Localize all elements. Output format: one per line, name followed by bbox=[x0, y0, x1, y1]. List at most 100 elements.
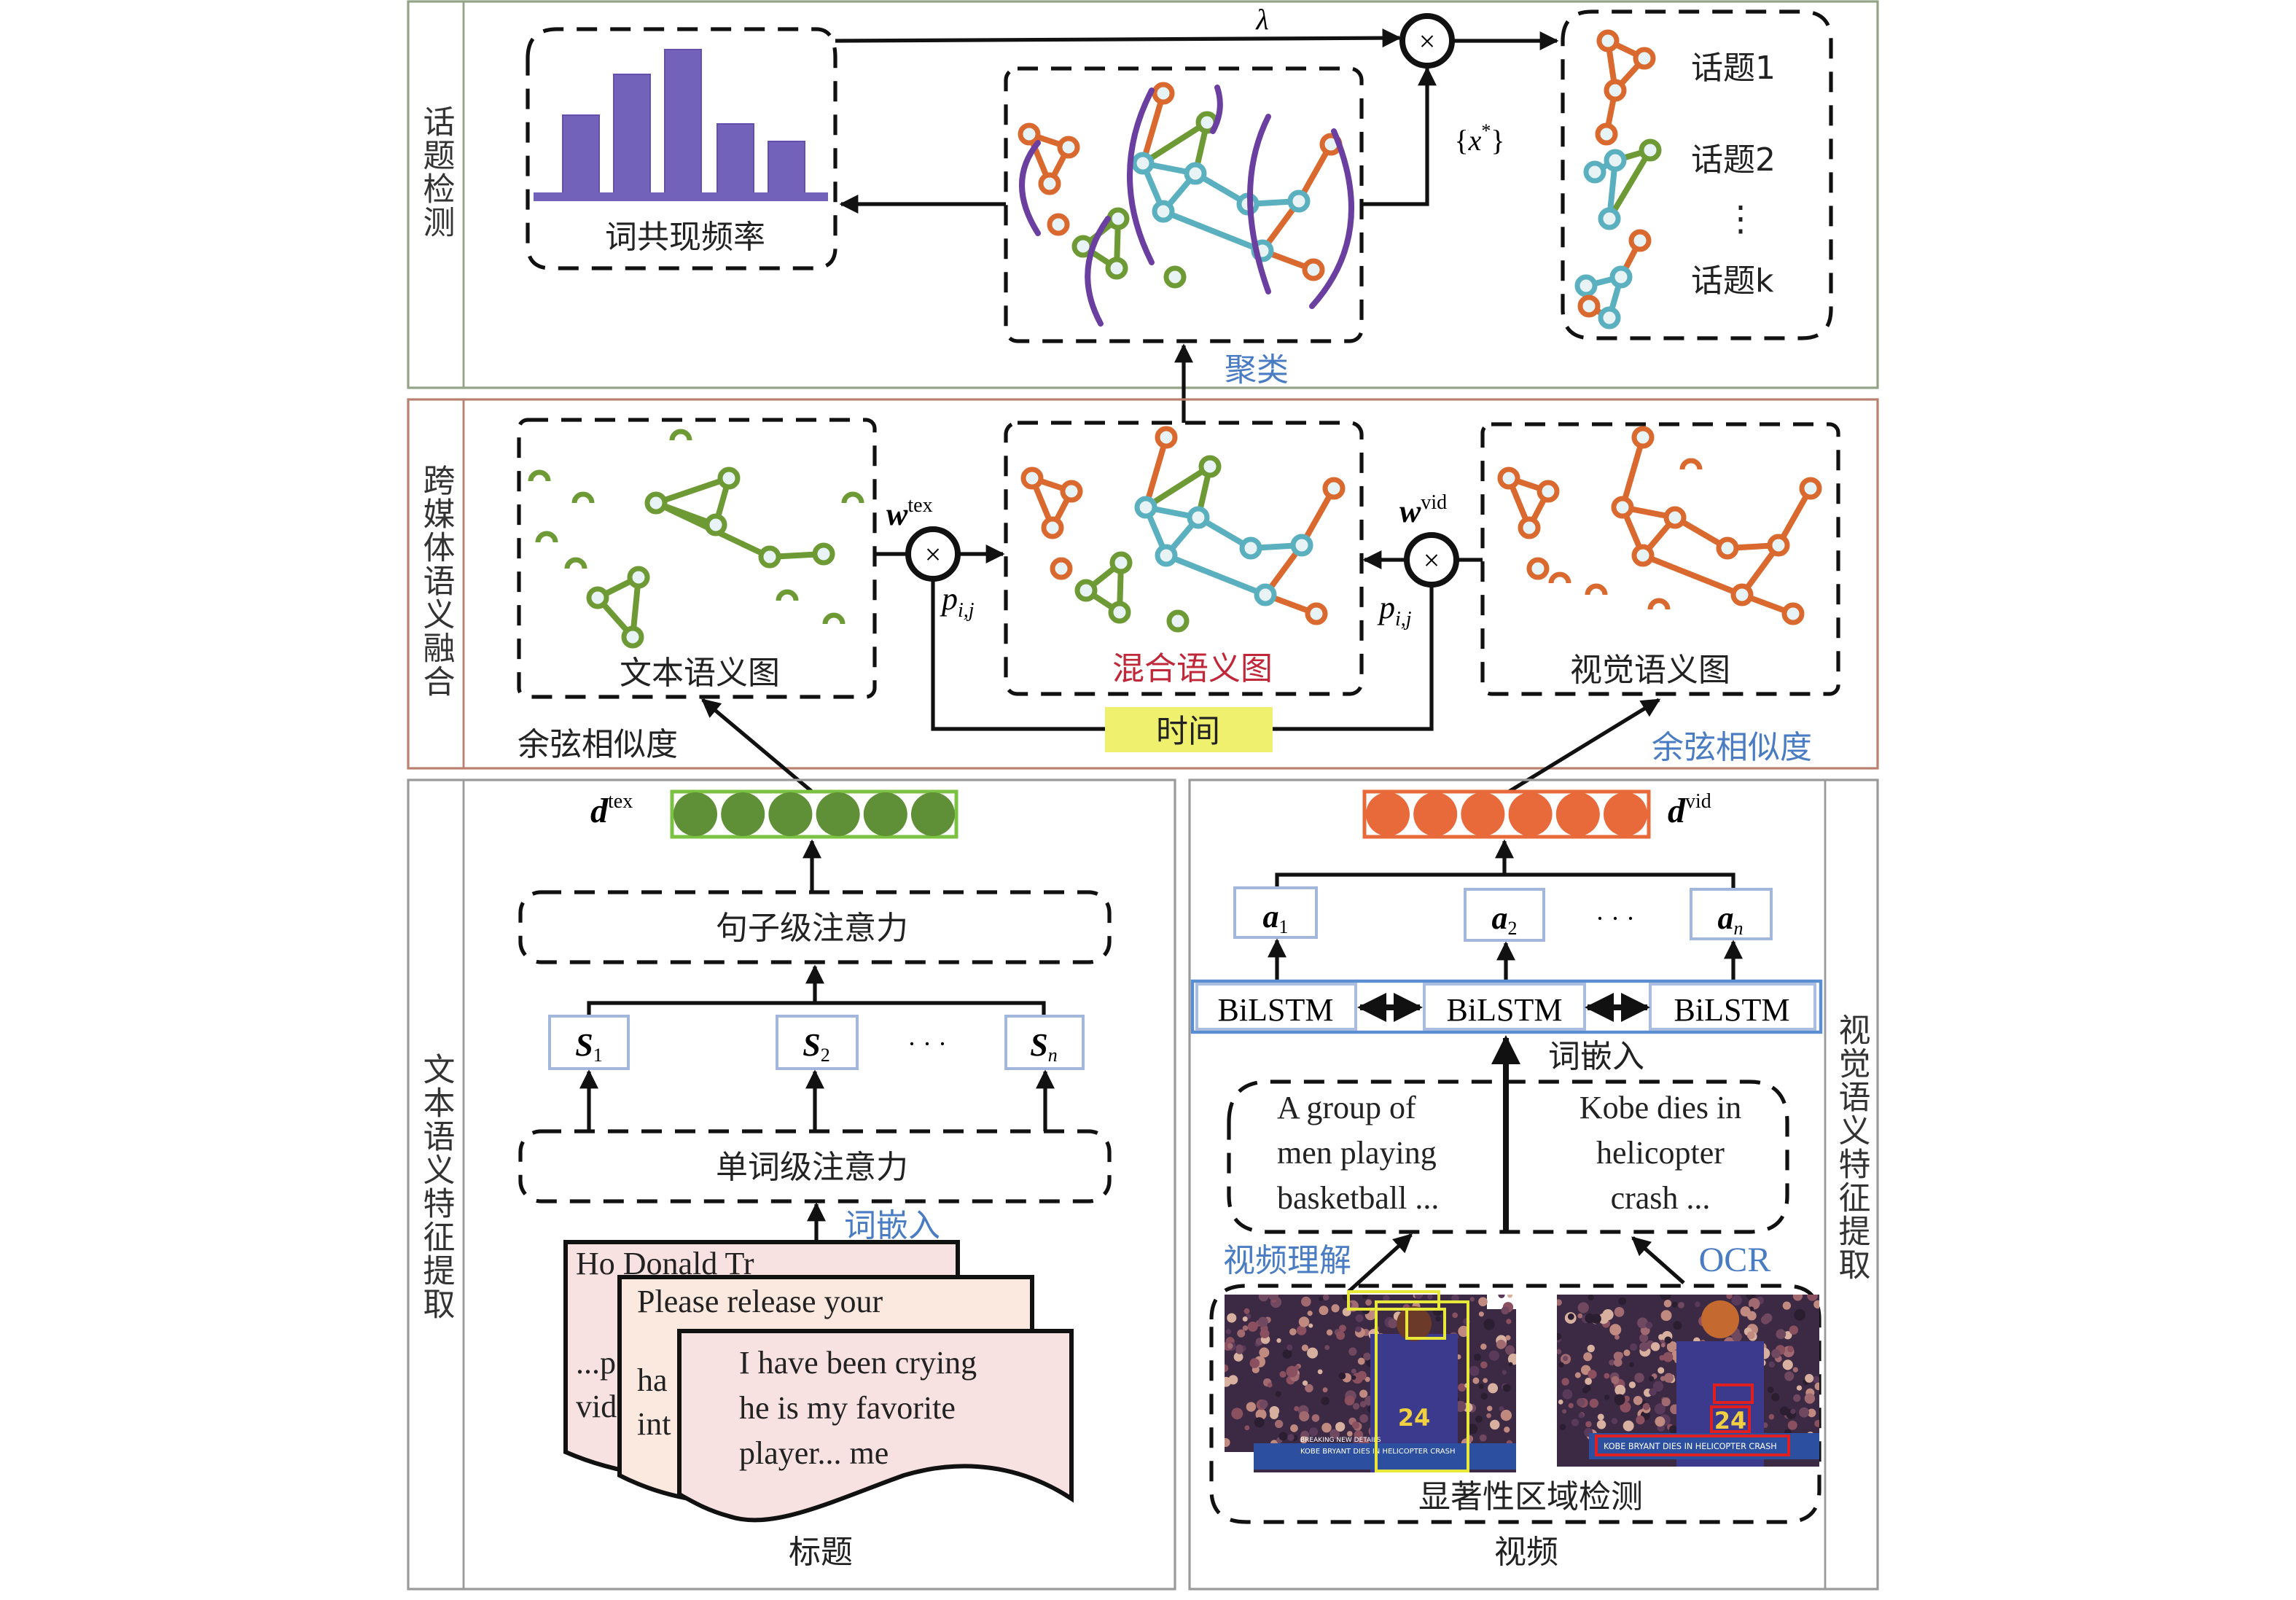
x-star-label: {x*} bbox=[1454, 120, 1504, 157]
mixed-graph-box bbox=[1004, 421, 1364, 696]
graph-node bbox=[1060, 480, 1083, 503]
graph-edge bbox=[1141, 120, 1209, 166]
crowd-dot bbox=[1352, 1402, 1360, 1410]
p-ij-right: pi,j bbox=[1377, 590, 1412, 631]
crowd-dot bbox=[1660, 1343, 1666, 1348]
multiply-node-topic: × bbox=[1399, 13, 1455, 69]
crowd-dot bbox=[1557, 1299, 1562, 1306]
vector-element bbox=[1508, 792, 1553, 836]
crowd-dot bbox=[1628, 1381, 1636, 1389]
svg-text:BiLSTM: BiLSTM bbox=[1218, 992, 1334, 1028]
crowd-dot bbox=[1225, 1437, 1230, 1448]
crowd-dot bbox=[1321, 1422, 1332, 1433]
visual-feature-vector bbox=[1362, 789, 1651, 839]
topic-ellipsis: ⋮ bbox=[1723, 200, 1758, 238]
attention-ellipsis: · · · bbox=[1596, 904, 1635, 933]
crowd-dot bbox=[1648, 1375, 1655, 1382]
crowd-dot bbox=[1479, 1434, 1487, 1442]
crowd-dot bbox=[1609, 1324, 1622, 1336]
crowd-dot bbox=[1225, 1329, 1231, 1335]
topic-detection-panel: 话题检测 词共现频率 λ × {x*} 话题1 话题2 ⋮ 话题k 聚类 bbox=[407, 0, 1879, 389]
video-frame-ocr: 24 KOBE BRYANT DIES IN HELICOPTER CRASH bbox=[1557, 1295, 1819, 1467]
crowd-dot bbox=[1583, 1352, 1593, 1362]
crowd-dot bbox=[1231, 1408, 1243, 1420]
crowd-dot bbox=[1483, 1378, 1488, 1384]
crowd-dot bbox=[1235, 1344, 1243, 1351]
crowd-dot bbox=[1355, 1314, 1364, 1322]
crowd-dot bbox=[1760, 1315, 1770, 1324]
crowd-dot bbox=[1247, 1322, 1258, 1332]
crowd-dot bbox=[1296, 1325, 1307, 1335]
graph-node bbox=[1108, 601, 1131, 624]
crowd-dot bbox=[1588, 1370, 1597, 1379]
graph-node bbox=[1611, 496, 1634, 519]
graph-node bbox=[644, 491, 668, 515]
crowd-dot bbox=[1636, 1415, 1645, 1425]
crowd-dot bbox=[1299, 1410, 1310, 1422]
graph-edge bbox=[655, 475, 730, 506]
cluster-to-multiply-arrow bbox=[1362, 66, 1437, 206]
crowd-dot bbox=[1308, 1323, 1313, 1328]
section-label-fusion: 跨媒体语义融合 bbox=[418, 464, 455, 698]
graph-node bbox=[1716, 536, 1739, 560]
crowd-dot bbox=[1652, 1381, 1664, 1392]
crowd-dot bbox=[1614, 1394, 1625, 1405]
crowd-dot bbox=[1321, 1397, 1329, 1405]
crowd-dot bbox=[1259, 1400, 1268, 1409]
crowd-dot bbox=[1664, 1336, 1672, 1344]
crowd-dot bbox=[1307, 1311, 1313, 1316]
graph-node bbox=[717, 467, 741, 490]
bilstm-cell-3: BiLSTM bbox=[1649, 983, 1816, 1031]
crowd-dot bbox=[1784, 1371, 1795, 1381]
dtex-to-text-graph-arrow bbox=[701, 698, 813, 793]
multiply-node-text: × bbox=[905, 526, 961, 582]
crowd-dot bbox=[1673, 1321, 1682, 1330]
crowd-dot bbox=[1317, 1369, 1323, 1375]
crowd-dot bbox=[1225, 1364, 1229, 1373]
video-frame-understanding: 24 BREAKING NEW DETAILS KOBE BRYANT DIES… bbox=[1225, 1290, 1516, 1472]
crowd-dot bbox=[1807, 1408, 1816, 1418]
crowd-dot bbox=[1505, 1335, 1511, 1341]
graph-node bbox=[1536, 480, 1560, 503]
p-ij-left: pi,j bbox=[940, 581, 975, 622]
crowd-dot bbox=[1499, 1406, 1504, 1412]
graph-node bbox=[1254, 583, 1277, 606]
multiply-symbol: × bbox=[1419, 25, 1436, 58]
crowd-dot bbox=[1289, 1328, 1297, 1335]
crowd-dot bbox=[1305, 1384, 1313, 1393]
graph-node bbox=[1518, 516, 1541, 539]
word-embedding-label-visual: 词嵌入 bbox=[1548, 1038, 1644, 1075]
cluster-boundary-arc bbox=[1127, 87, 1155, 265]
histogram-label: 词共现频率 bbox=[605, 219, 765, 256]
crowd-dot bbox=[1260, 1329, 1270, 1339]
svg-text:an: an bbox=[1718, 900, 1744, 939]
crowd-dot bbox=[1275, 1391, 1281, 1397]
crowd-dot bbox=[1787, 1420, 1797, 1430]
graph-node bbox=[1290, 534, 1313, 557]
crowd-dot bbox=[1578, 1413, 1584, 1418]
crowd-dot bbox=[1458, 1325, 1469, 1338]
crowd-dot bbox=[1298, 1316, 1310, 1327]
video-caption: 视频 bbox=[1494, 1534, 1558, 1571]
crowd-dot bbox=[1290, 1424, 1298, 1432]
crowd-dot bbox=[1364, 1376, 1370, 1382]
graph-node bbox=[627, 566, 650, 589]
d-vid-label: dvid bbox=[1668, 790, 1711, 830]
graph-fragment bbox=[1585, 583, 1608, 596]
visual-semantic-graph bbox=[1497, 426, 1822, 625]
crowd-dot bbox=[1637, 1317, 1648, 1329]
graph-node bbox=[1020, 467, 1044, 490]
crowd-dot bbox=[1614, 1335, 1620, 1340]
svg-text:S2: S2 bbox=[803, 1027, 829, 1066]
graph-node bbox=[1050, 557, 1073, 580]
crowd-dot bbox=[1300, 1436, 1308, 1444]
topic-k-label: 话题k bbox=[1691, 262, 1774, 300]
time-label: 时间 bbox=[1156, 713, 1220, 750]
crowd-dot bbox=[1326, 1329, 1333, 1336]
word-attention-label: 单词级注意力 bbox=[716, 1149, 908, 1186]
graph-node bbox=[1305, 602, 1328, 625]
graph-node bbox=[812, 542, 835, 566]
crowd-dot bbox=[1282, 1349, 1292, 1359]
crowd-dot bbox=[1276, 1338, 1281, 1343]
crowd-dot bbox=[1301, 1296, 1311, 1307]
